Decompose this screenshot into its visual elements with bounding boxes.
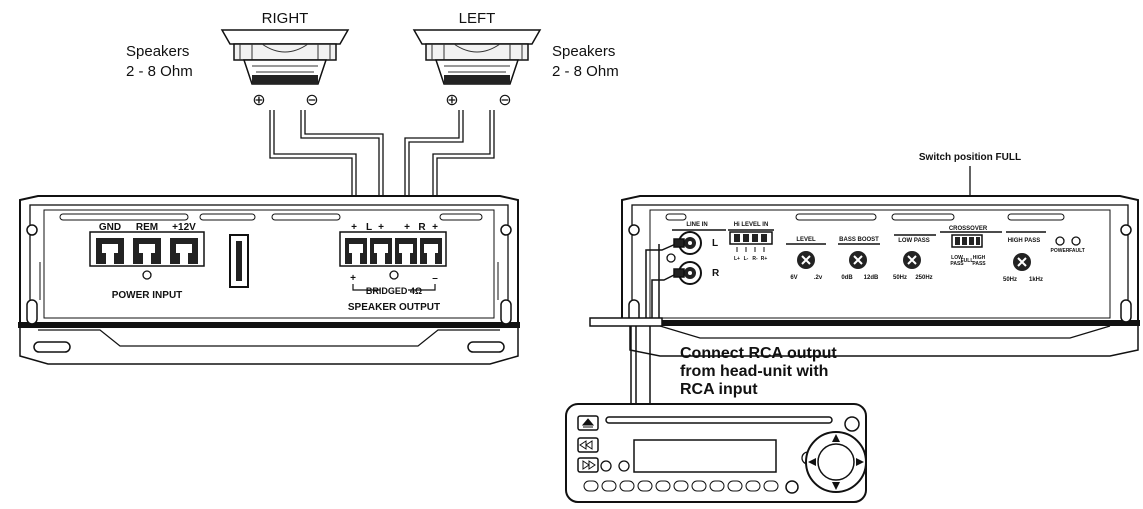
hi-pin-l-minus: L-: [744, 256, 749, 262]
level-knob[interactable]: [797, 251, 815, 269]
xo-full-label: FULL: [961, 258, 974, 264]
speaker-left-plus-terminal: ⊕: [445, 92, 458, 109]
spk-terminal-plus-3: +: [404, 222, 410, 233]
rca-cables: [645, 238, 685, 318]
speaker-output-terminal-block: [339, 231, 447, 291]
power-input-label: POWER INPUT: [112, 290, 183, 301]
gnd-label: GND: [99, 222, 121, 233]
xo-high-label: HIGH: [973, 255, 986, 261]
speaker-left: [412, 29, 542, 85]
amplifier-front-view: [18, 195, 520, 365]
speaker-right: [220, 29, 350, 85]
low-pass-knob[interactable]: [903, 251, 921, 269]
line-in-label: LINE IN: [686, 222, 707, 228]
level-label: LEVEL: [796, 237, 816, 243]
spk-terminal-r-label: R: [418, 222, 426, 233]
speaker-right-title: RIGHT: [262, 10, 309, 27]
speaker-left-minus-terminal: ⊖: [498, 92, 511, 109]
bridge-minus-label: –: [432, 273, 438, 284]
speaker-wires: [269, 110, 495, 220]
xo-high-pass-label: PASS: [972, 261, 986, 267]
low-pass-label: LOW PASS: [898, 238, 930, 244]
plus-12v-label: +12V: [172, 222, 196, 233]
level-min-label: 6V: [790, 275, 797, 281]
spk-terminal-l-label: L: [366, 222, 372, 233]
lp-max-label: 250Hz: [915, 275, 932, 281]
speaker-note-line2-left: 2 - 8 Ohm: [126, 63, 193, 80]
bass-max-label: 12dB: [864, 275, 879, 281]
seek-back-button[interactable]: [577, 437, 599, 453]
high-pass-knob[interactable]: [1013, 253, 1031, 271]
fault-led-label: FAULT: [1069, 248, 1085, 254]
switch-position-note: Switch position FULL: [919, 152, 1021, 163]
connect-note-line3: RCA input: [680, 381, 758, 398]
rca-cable-to-head-unit: [589, 317, 663, 404]
rca-r-label: R: [712, 268, 720, 279]
connect-note-line2: from head-unit with: [680, 363, 828, 380]
spk-terminal-plus-4: +: [432, 222, 438, 233]
hp-max-label: 1kHz: [1029, 277, 1043, 283]
head-unit: [565, 403, 867, 503]
bridged-label: BRIDGED 4Ω: [366, 286, 422, 296]
bass-boost-label: BASS BOOST: [839, 237, 879, 243]
speaker-note-line1-left: Speakers: [126, 43, 189, 60]
speaker-output-label: SPEAKER OUTPUT: [348, 302, 440, 313]
speaker-note-line1-right: Speakers: [552, 43, 615, 60]
volume-knob[interactable]: [805, 431, 867, 493]
crossover-label: CROSSOVER: [949, 226, 988, 232]
bass-boost-knob[interactable]: [849, 251, 867, 269]
speaker-right-plus-terminal: ⊕: [252, 92, 265, 109]
hp-min-label: 50Hz: [1003, 277, 1017, 283]
crossover-switch[interactable]: [951, 234, 983, 248]
xo-low-pass-label: PASS: [950, 261, 964, 267]
power-input-terminal-block: [89, 231, 205, 280]
spk-terminal-plus-2: +: [378, 222, 384, 233]
speaker-right-minus-terminal: ⊖: [305, 92, 318, 109]
speaker-left-title: LEFT: [459, 10, 496, 27]
rca-input-jacks: [666, 229, 726, 285]
rca-l-label: L: [712, 238, 718, 249]
power-led: [1055, 236, 1065, 246]
power-led-label: POWER: [1051, 248, 1070, 254]
spk-terminal-plus-1: +: [351, 222, 357, 233]
rem-label: REM: [136, 222, 158, 233]
seek-forward-button[interactable]: [577, 457, 599, 473]
hi-pin-r-plus: R+: [761, 256, 768, 262]
hi-pin-l-plus: L+: [734, 256, 740, 262]
hi-level-in-label: Hi LEVEL IN: [734, 222, 769, 228]
eject-button[interactable]: [577, 415, 599, 431]
speaker-note-line2-right: 2 - 8 Ohm: [552, 63, 619, 80]
connect-note-line1: Connect RCA output: [680, 345, 837, 362]
fuse: [229, 234, 249, 288]
bridge-plus-label: +: [350, 273, 356, 284]
level-max-label: .2v: [814, 275, 823, 281]
bass-min-label: 0dB: [841, 275, 853, 281]
xo-low-label: LOW: [951, 255, 963, 261]
lp-min-label: 50Hz: [893, 275, 907, 281]
fault-led: [1071, 236, 1081, 246]
hi-level-input-connector: [728, 229, 774, 252]
high-pass-label: HIGH PASS: [1008, 238, 1041, 244]
hi-pin-r-minus: R-: [752, 256, 758, 262]
